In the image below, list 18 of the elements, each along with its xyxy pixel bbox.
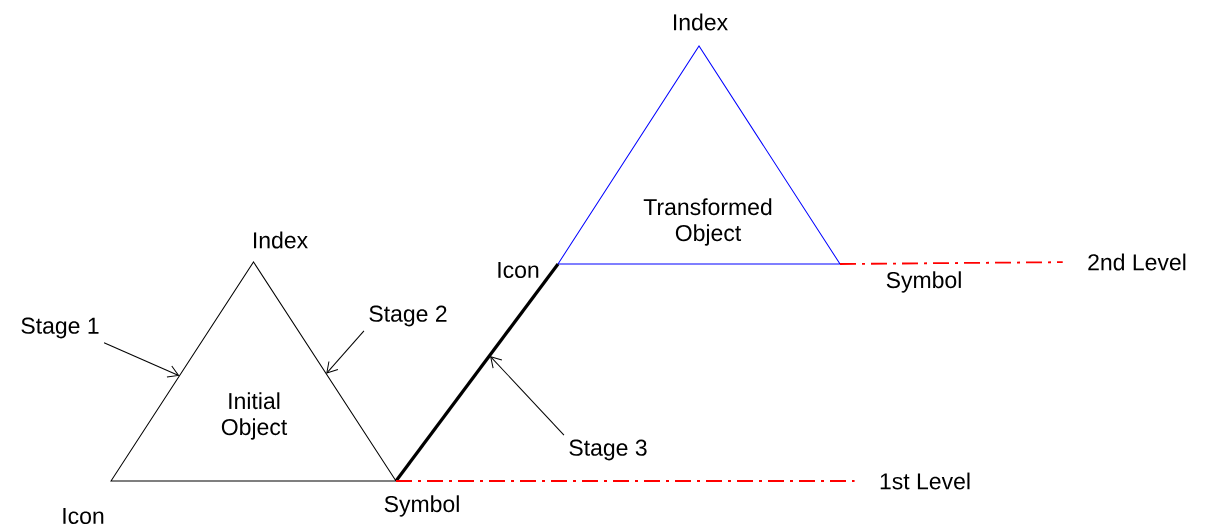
level-label: 2nd Level [1088, 253, 1186, 271]
stage-label: Stage 2 [369, 305, 447, 327]
triangle: Transformed Object [557, 45, 841, 265]
vertex-label: Index [254, 231, 308, 249]
leader-arrow [326, 330, 365, 374]
stage-label: Stage 1 [21, 317, 99, 339]
vertex-label: Symbol [384, 495, 459, 517]
vertex-label: Index [674, 13, 728, 31]
level-line [839, 261, 1064, 265]
stage-label: Stage 3 [569, 439, 647, 461]
vertex-label: Icon [63, 508, 104, 524]
leader-arrow [490, 356, 565, 436]
leader-arrow [103, 342, 179, 378]
vertex-label: Symbol [886, 271, 961, 293]
connector-line [394, 263, 560, 482]
level-label: 1st Level [880, 472, 970, 490]
level-line [395, 480, 856, 482]
vertex-label: Icon [498, 262, 539, 278]
